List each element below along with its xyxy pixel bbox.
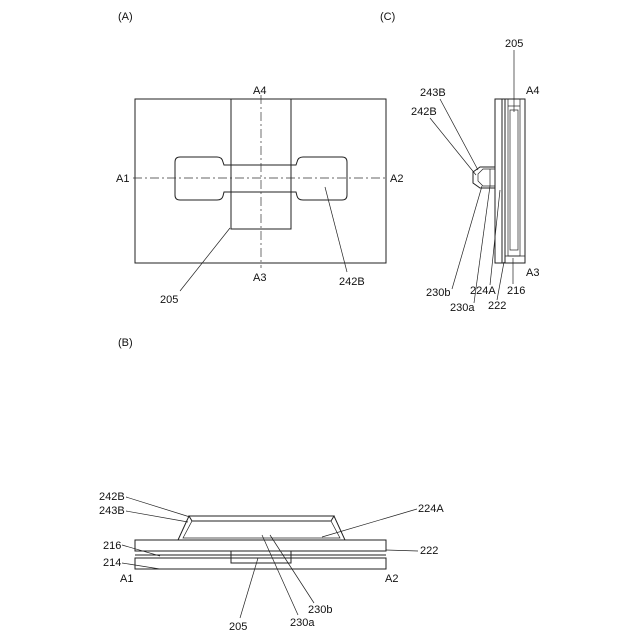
label-214-b: 214 <box>103 557 121 569</box>
panel-a: (A) A4 A3 A1 A2 205 242B <box>116 11 403 306</box>
panel-c: (C) 205 A4 A3 243B 242B 230b 230a 224A 2… <box>380 11 539 314</box>
label-a4-c: A4 <box>526 85 539 97</box>
label-a3: A3 <box>253 272 266 284</box>
label-243b-b: 243B <box>99 505 125 517</box>
label-a1: A1 <box>116 173 129 185</box>
label-242b-a: 242B <box>339 276 365 288</box>
label-230a-c: 230a <box>450 302 475 314</box>
label-a4: A4 <box>253 85 266 97</box>
b-layer-216 <box>135 540 386 551</box>
c-element-205 <box>510 110 518 250</box>
panel-b-label: (B) <box>118 337 133 349</box>
label-230b-b: 230b <box>308 604 332 616</box>
label-242b-c: 242B <box>411 106 437 118</box>
label-222-c: 222 <box>488 300 506 312</box>
label-243b-c: 243B <box>420 87 446 99</box>
label-216-b: 216 <box>103 540 121 552</box>
substrate-outline <box>135 99 386 263</box>
label-222-b: 222 <box>420 545 438 557</box>
label-224a-c: 224A <box>470 285 496 297</box>
b-element-205 <box>231 551 291 563</box>
b-electrode-242b <box>189 516 334 521</box>
label-205-b: 205 <box>229 621 247 633</box>
label-216-c: 216 <box>507 285 525 297</box>
b-layer-243b <box>183 521 340 538</box>
label-205-a: 205 <box>160 294 178 306</box>
label-230a-b: 230a <box>290 617 315 629</box>
label-230b-c: 230b <box>426 287 450 299</box>
c-electrode-242b <box>473 167 495 188</box>
label-205-c: 205 <box>505 38 523 50</box>
panel-a-label: (A) <box>118 11 133 23</box>
panel-c-label: (C) <box>380 11 395 23</box>
label-224a-b: 224A <box>418 503 444 515</box>
label-a2: A2 <box>390 173 403 185</box>
label-a1-b: A1 <box>120 573 133 585</box>
b-layer-224a <box>178 516 345 540</box>
label-a2-b: A2 <box>385 573 398 585</box>
panel-b: (B) 242B 243B 224A 222 216 214 A1 A2 205… <box>99 337 444 633</box>
label-a3-c: A3 <box>526 267 539 279</box>
label-242b-b: 242B <box>99 491 125 503</box>
